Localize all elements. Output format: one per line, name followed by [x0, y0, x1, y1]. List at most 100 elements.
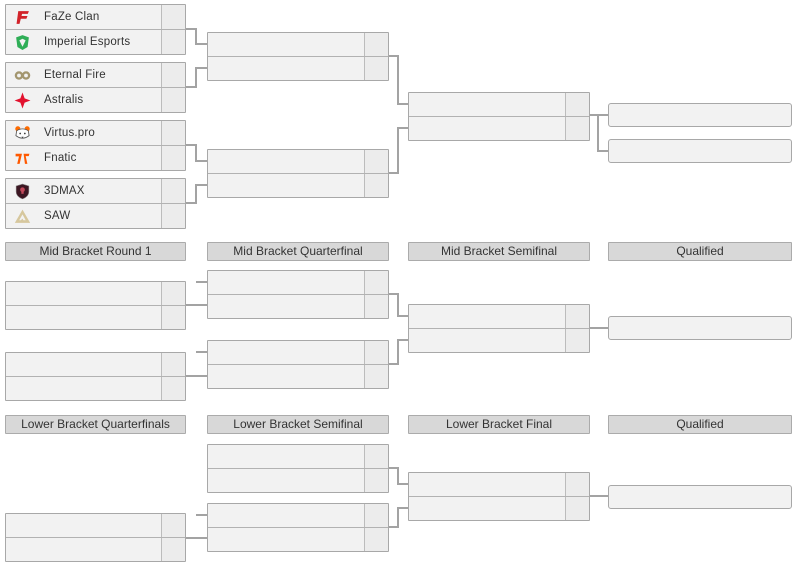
- team-row[interactable]: Fnatic: [6, 145, 185, 170]
- match-upper-qf-1: [207, 32, 389, 81]
- bracket-connector: [195, 144, 197, 162]
- team-row[interactable]: Imperial Esports: [6, 29, 185, 54]
- bracket-connector: [389, 363, 399, 365]
- team-row[interactable]: Virtus.pro: [6, 121, 185, 145]
- score-cell: [565, 473, 589, 496]
- saw-icon: [14, 208, 31, 225]
- team-slot-empty: [208, 445, 388, 468]
- bracket-connector: [195, 28, 197, 45]
- team-slot-empty: [208, 468, 388, 492]
- bracket-connector: [397, 103, 408, 105]
- team-row[interactable]: Astralis: [6, 87, 185, 112]
- bracket-connector: [389, 526, 399, 528]
- virtus-pro-icon: [14, 125, 31, 142]
- team-row[interactable]: FaZe Clan: [6, 5, 185, 29]
- team-slot-empty: [208, 271, 388, 294]
- bracket-connector: [397, 339, 399, 365]
- bracket-connector: [195, 184, 207, 186]
- match-mid-qf-1: [207, 270, 389, 319]
- score-cell: [161, 63, 185, 87]
- bracket-connector: [397, 507, 408, 509]
- team-slot-empty: [409, 328, 589, 352]
- score-cell: [364, 504, 388, 527]
- match-upper-sf: [408, 92, 590, 141]
- round-header: Lower Bracket Quarterfinals: [5, 415, 186, 434]
- imperial-esports-icon: [14, 34, 31, 51]
- round-header: Lower Bracket Semifinal: [207, 415, 389, 434]
- score-cell: [565, 329, 589, 352]
- match-upper-r1-4: 3DMAX SAW: [5, 178, 186, 229]
- score-cell: [565, 93, 589, 116]
- score-cell: [364, 150, 388, 173]
- team-name: Fnatic: [44, 152, 77, 164]
- bracket-connector: [397, 339, 408, 341]
- team-row[interactable]: SAW: [6, 203, 185, 228]
- score-cell: [364, 295, 388, 318]
- score-cell: [364, 57, 388, 80]
- round-header: Qualified: [608, 242, 792, 261]
- match-mid-sf: [408, 304, 590, 353]
- match-upper-r1-1: FaZe Clan Imperial Esports: [5, 4, 186, 55]
- team-name: 3DMAX: [44, 185, 85, 197]
- bracket-connector: [397, 467, 399, 485]
- team-slot-empty: [208, 504, 388, 527]
- bracket-connector: [597, 150, 608, 152]
- round-header: Mid Bracket Round 1: [5, 242, 186, 261]
- team-row[interactable]: 3DMAX: [6, 179, 185, 203]
- qualified-slot: [608, 103, 792, 127]
- team-slot-empty: [208, 364, 388, 388]
- bracket-connector: [389, 293, 399, 295]
- round-header: Mid Bracket Semifinal: [408, 242, 590, 261]
- score-cell: [161, 204, 185, 228]
- qualified-slot: [608, 485, 792, 509]
- team-slot-empty: [6, 305, 185, 329]
- score-cell: [565, 497, 589, 520]
- bracket-connector: [185, 144, 196, 146]
- team-slot-empty: [6, 514, 185, 537]
- match-lower-final: [408, 472, 590, 521]
- bracket-connector: [185, 304, 207, 306]
- team-slot-empty: [409, 496, 589, 520]
- team-row[interactable]: Eternal Fire: [6, 63, 185, 87]
- match-lower-sf-2: [207, 503, 389, 552]
- match-mid-r1-2: [5, 352, 186, 401]
- match-upper-r1-3: Virtus.pro Fnatic: [5, 120, 186, 171]
- score-cell: [161, 5, 185, 29]
- round-header: Qualified: [608, 415, 792, 434]
- team-name: SAW: [44, 210, 71, 222]
- score-cell: [364, 271, 388, 294]
- bracket-connector: [389, 55, 399, 57]
- team-slot-empty: [208, 33, 388, 56]
- score-cell: [364, 174, 388, 197]
- score-cell: [161, 121, 185, 145]
- team-name: Virtus.pro: [44, 127, 96, 139]
- score-cell: [161, 30, 185, 54]
- score-cell: [364, 341, 388, 364]
- team-name: FaZe Clan: [44, 11, 100, 23]
- bracket-connector: [195, 160, 207, 162]
- match-mid-qf-2: [207, 340, 389, 389]
- score-cell: [364, 33, 388, 56]
- team-name: Astralis: [44, 94, 84, 106]
- team-slot-empty: [208, 150, 388, 173]
- fnatic-icon: [14, 150, 31, 167]
- team-name: Imperial Esports: [44, 36, 131, 48]
- bracket-connector: [196, 351, 207, 353]
- astralis-icon: [14, 92, 31, 109]
- qualified-slot: [608, 316, 792, 340]
- team-slot-empty: [6, 537, 185, 561]
- team-slot-empty: [6, 282, 185, 305]
- bracket-connector: [195, 184, 197, 204]
- score-cell: [364, 469, 388, 492]
- score-cell: [161, 282, 185, 305]
- team-slot-empty: [208, 294, 388, 318]
- team-slot-empty: [409, 116, 589, 140]
- team-slot-empty: [6, 376, 185, 400]
- match-upper-r1-2: Eternal Fire Astralis: [5, 62, 186, 113]
- score-cell: [161, 353, 185, 376]
- bracket-connector: [389, 467, 399, 469]
- score-cell: [161, 377, 185, 400]
- bracket-connector: [597, 114, 599, 152]
- team-slot-empty: [409, 473, 589, 496]
